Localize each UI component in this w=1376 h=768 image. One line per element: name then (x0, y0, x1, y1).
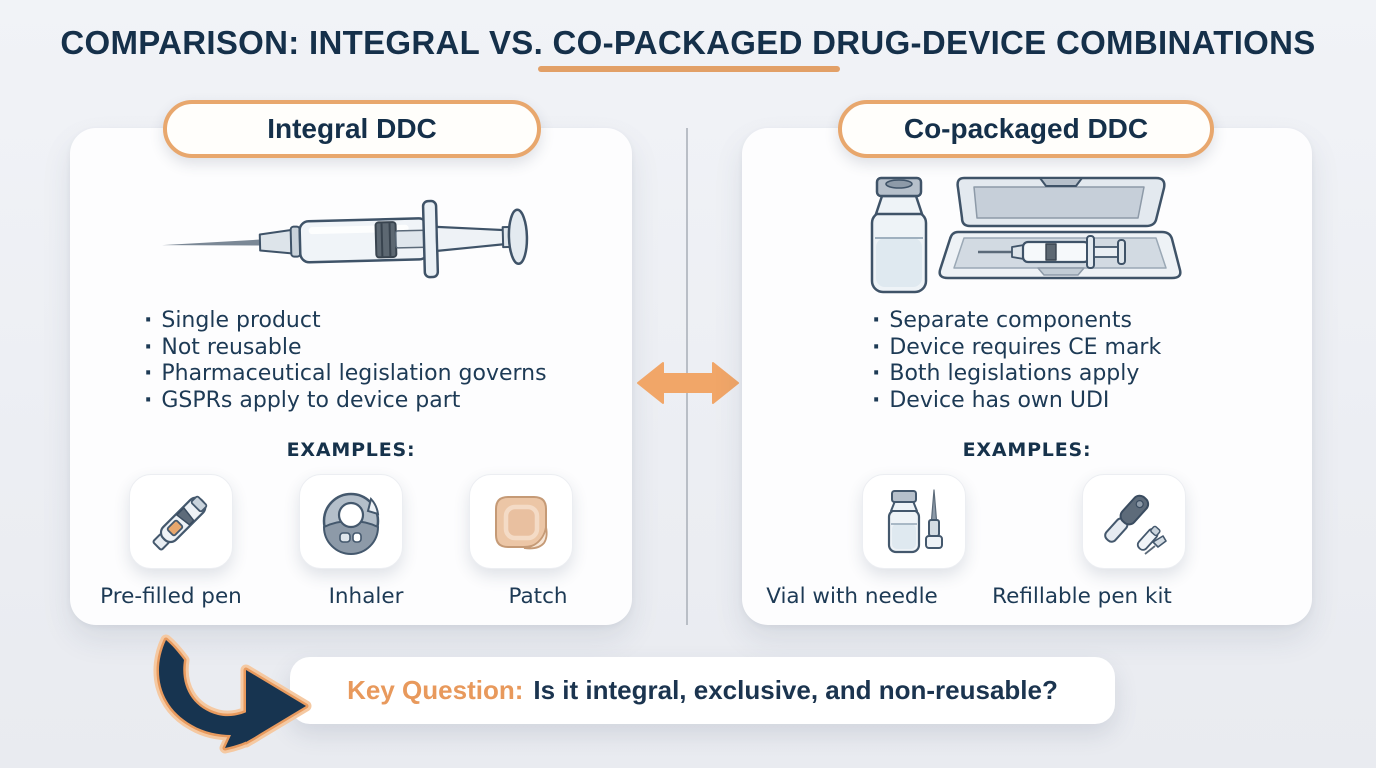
copackaged-example-labels: Vial with needle Refillable pen kit (742, 584, 1312, 609)
inhaler-icon (322, 492, 380, 555)
integral-example-tiles (129, 474, 573, 569)
bullet-item: GSPRs apply to device part (144, 388, 624, 415)
prefilled-pen-icon (152, 495, 208, 550)
example-label: Patch (508, 584, 568, 609)
bullet-item: Pharmaceutical legislation governs (144, 361, 624, 388)
copackaged-ddc-header: Co-packaged DDC (838, 100, 1214, 158)
double-horizontal-arrow-icon (637, 362, 739, 404)
vial-and-case-with-syringe-illustration (870, 176, 1182, 294)
bullet-item: Device requires CE mark (872, 335, 1302, 362)
example-tile-pen-kit (1082, 474, 1186, 569)
integral-ddc-header: Integral DDC (163, 100, 541, 158)
syringe-illustration (162, 199, 529, 279)
key-question-bar: Key Question: Is it integral, exclusive,… (290, 657, 1115, 724)
example-label: Refillable pen kit (992, 584, 1172, 609)
copackaged-bullet-list: Separate components Device requires CE m… (872, 308, 1302, 414)
example-label: Vial with needle (766, 584, 938, 609)
example-label: Pre-filled pen (100, 584, 242, 609)
bullet-item: Not reusable (144, 335, 624, 362)
integral-example-labels: Pre-filled pen Inhaler Patch (70, 584, 632, 609)
example-tile-prefilled-pen (129, 474, 233, 569)
bullet-item: Both legislations apply (872, 361, 1302, 388)
examples-heading: EXAMPLES: (286, 439, 416, 461)
curved-swoosh-arrow-icon (153, 634, 312, 754)
example-tile-patch (469, 474, 573, 569)
title-underline (538, 66, 840, 72)
example-tile-vial-needle (862, 474, 966, 569)
patch-icon (495, 495, 548, 549)
refillable-pen-kit-icon (1104, 494, 1167, 555)
bullet-item: Single product (144, 308, 624, 335)
key-question-label: Key Question: (347, 675, 524, 705)
vial-with-needle-icon (887, 488, 943, 553)
bullet-item: Device has own UDI (872, 388, 1302, 415)
examples-heading: EXAMPLES: (962, 439, 1092, 461)
page-title: COMPARISON: INTEGRAL VS. CO-PACKAGED DRU… (60, 24, 1316, 61)
integral-bullet-list: Single product Not reusable Pharmaceutic… (144, 308, 624, 414)
copackaged-example-tiles (862, 474, 1186, 569)
key-question-text: Is it integral, exclusive, and non-reusa… (533, 675, 1058, 705)
bullet-item: Separate components (872, 308, 1302, 335)
example-tile-inhaler (299, 474, 403, 569)
example-label: Inhaler (328, 584, 404, 609)
